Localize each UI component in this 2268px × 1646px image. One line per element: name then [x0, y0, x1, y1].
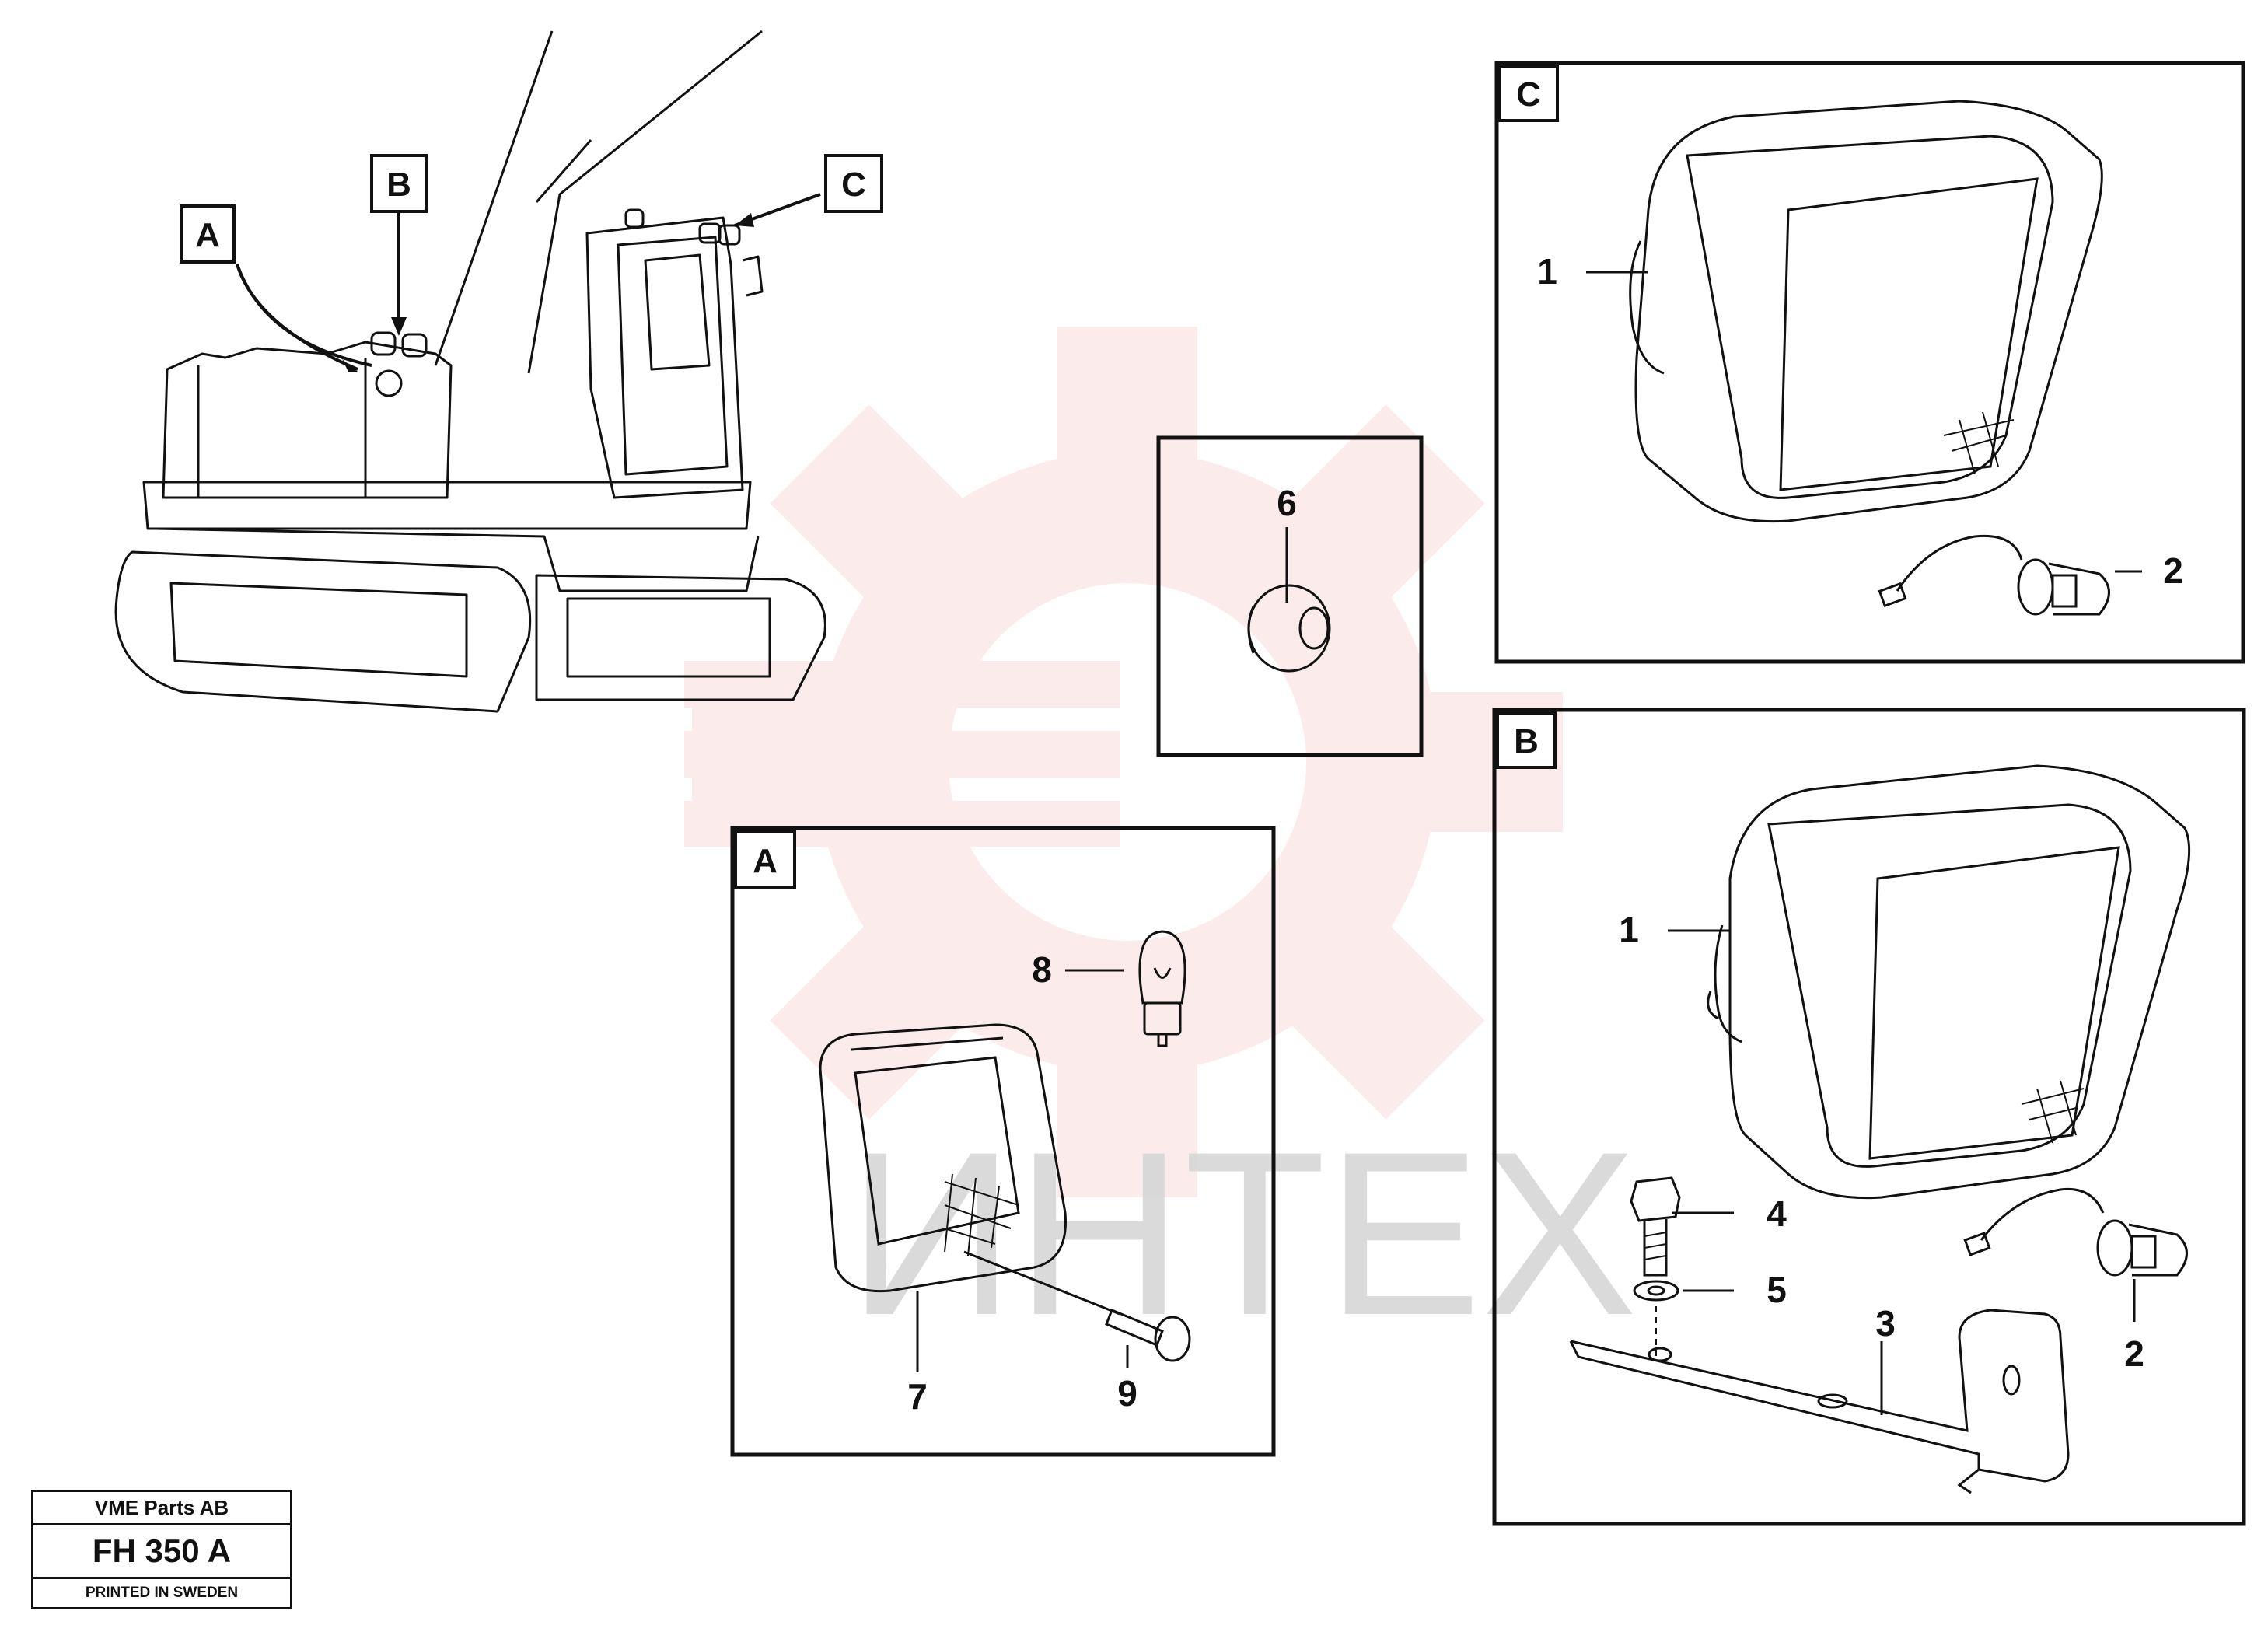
printed-note: PRINTED IN SWEDEN: [85, 1585, 239, 1601]
callout-c-label: C: [841, 166, 866, 204]
panel-grommet: 6: [1156, 435, 1424, 757]
watermark-text: ИНТЕХ: [847, 1103, 1637, 1364]
label-b-washer: 5: [1767, 1270, 1787, 1310]
bulb-part-b: [1963, 1187, 2188, 1277]
title-block: VME Parts AB FH 350 A PRINTED IN SWEDEN: [31, 1490, 292, 1609]
callout-b-label: B: [386, 166, 411, 204]
panel-a-tag: A: [753, 842, 778, 880]
label-a-bulb: 8: [1032, 949, 1052, 990]
callout-a-label: A: [195, 216, 220, 254]
bulb-part-c: [1878, 534, 2110, 616]
excavator-arrowheads: [342, 213, 754, 372]
bracket-part-b: [1569, 1309, 2070, 1494]
panel-b-tag: B: [1514, 722, 1539, 760]
lamp-part-b: [1707, 764, 2191, 1200]
label-grommet: 6: [1277, 483, 1297, 523]
label-b-bolt: 4: [1767, 1193, 1787, 1234]
bolt-part-b: [1630, 1176, 1681, 1277]
panel-c-tag: C: [1516, 75, 1541, 114]
screw-part-a: [1105, 1309, 1191, 1362]
panel-a: A 8 7 9: [730, 826, 1276, 1457]
panel-b: B 1 4 5: [1492, 708, 2246, 1526]
watermark-gear-logo: [684, 327, 1563, 1197]
lamp-part-a: [819, 1023, 1067, 1293]
label-c-lamp: 1: [1537, 251, 1557, 292]
label-b-bracket: 3: [1875, 1303, 1896, 1344]
label-b-lamp: 1: [1619, 910, 1639, 950]
callout-b: B: [370, 154, 428, 213]
panel-c: C 1 2: [1494, 61, 2245, 664]
drawing-code: FH 350 A: [33, 1525, 290, 1579]
grommet-part: [1247, 584, 1331, 673]
label-c-bulb: 2: [2163, 550, 2183, 591]
label-a-screw: 9: [1117, 1373, 1137, 1414]
washer-part-b: [1633, 1280, 1679, 1302]
lamp-part-c: [1629, 100, 2103, 523]
label-b-bulb: 2: [2124, 1333, 2144, 1374]
label-a-lamp: 7: [907, 1376, 928, 1417]
company-name: VME Parts AB: [33, 1492, 290, 1525]
callout-c: C: [824, 154, 883, 213]
bulb-part-a: [1138, 930, 1186, 1047]
excavator-illustration: [114, 30, 826, 713]
callout-a: A: [180, 204, 236, 264]
